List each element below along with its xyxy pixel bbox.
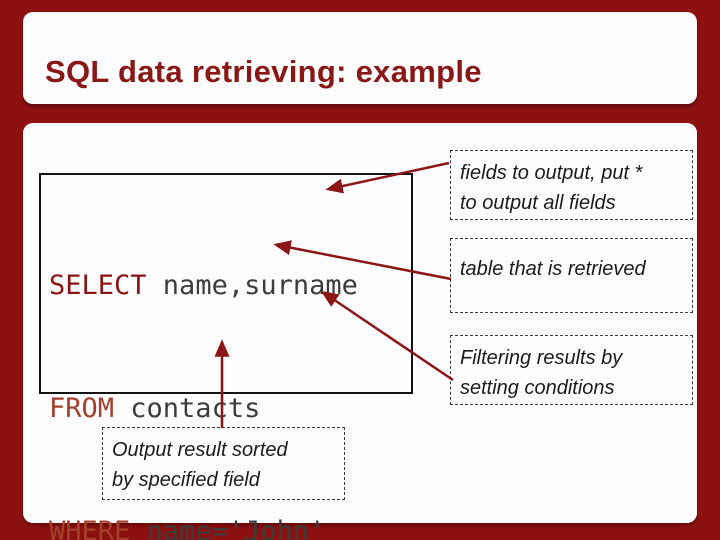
annotation-table-retrieved: table that is retrieved [450,238,693,313]
annotation-filtering-results: Filtering results by setting conditions [450,335,693,405]
annotation-line: fields to output, put * [460,162,643,184]
sql-fields-list: name,surname [146,270,358,301]
sql-keyword-select: SELECT [49,270,147,301]
sql-keyword-from: FROM [49,393,115,424]
sql-code-block: SELECT name,surname FROM contacts WHERE … [39,173,413,540]
code-line-select: SELECT name,surname [49,265,411,306]
sql-table-name: contacts [114,393,261,424]
sql-keyword-where: WHERE [49,516,131,540]
title-panel [23,12,697,104]
page-title: SQL data retrieving: example [45,54,482,89]
sql-condition: name='John' [130,516,326,540]
annotation-line: by specified field [112,469,260,491]
annotation-line: to output all fields [460,192,616,214]
code-line-where: WHERE name='John' [49,511,411,540]
annotation-line: Filtering results by [460,347,623,369]
annotation-line: Output result sorted [112,439,288,461]
annotation-line: setting conditions [460,377,615,399]
annotation-output-sorted: Output result sorted by specified field [102,427,345,500]
code-line-from: FROM contacts [49,388,411,429]
annotation-line: table that is retrieved [460,258,646,280]
annotation-fields-to-output: fields to output, put * to output all fi… [450,150,693,220]
